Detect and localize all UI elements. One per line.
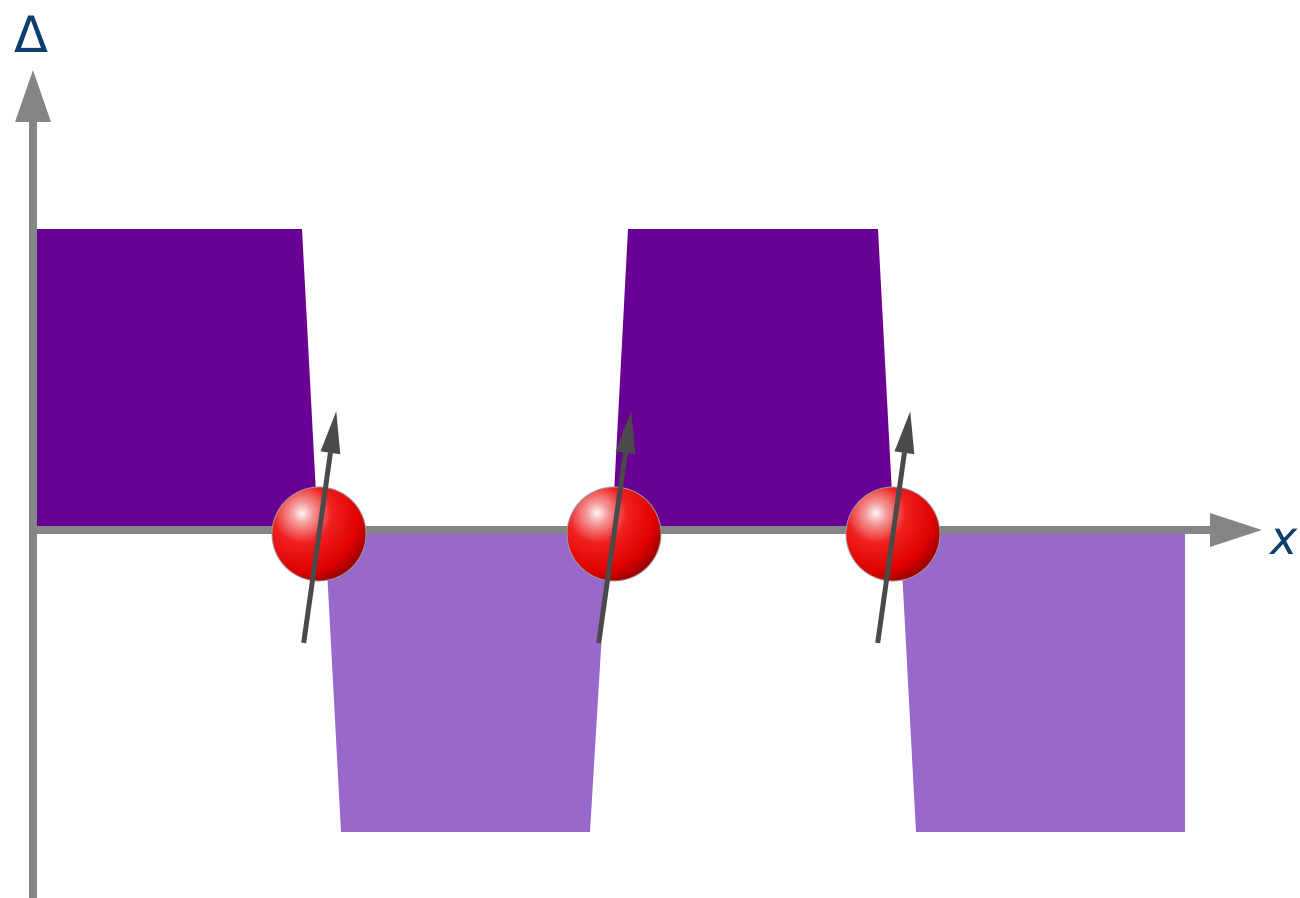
positive-region-1 <box>35 229 318 532</box>
positive-region-2 <box>612 229 894 532</box>
y-axis-arrowhead <box>15 70 51 122</box>
x-axis-label: x <box>1268 511 1298 565</box>
y-axis-label: Δ <box>14 6 48 64</box>
negative-region-2 <box>900 532 1185 832</box>
negative-region-1 <box>325 532 608 832</box>
x-axis-arrowhead <box>1210 513 1262 547</box>
